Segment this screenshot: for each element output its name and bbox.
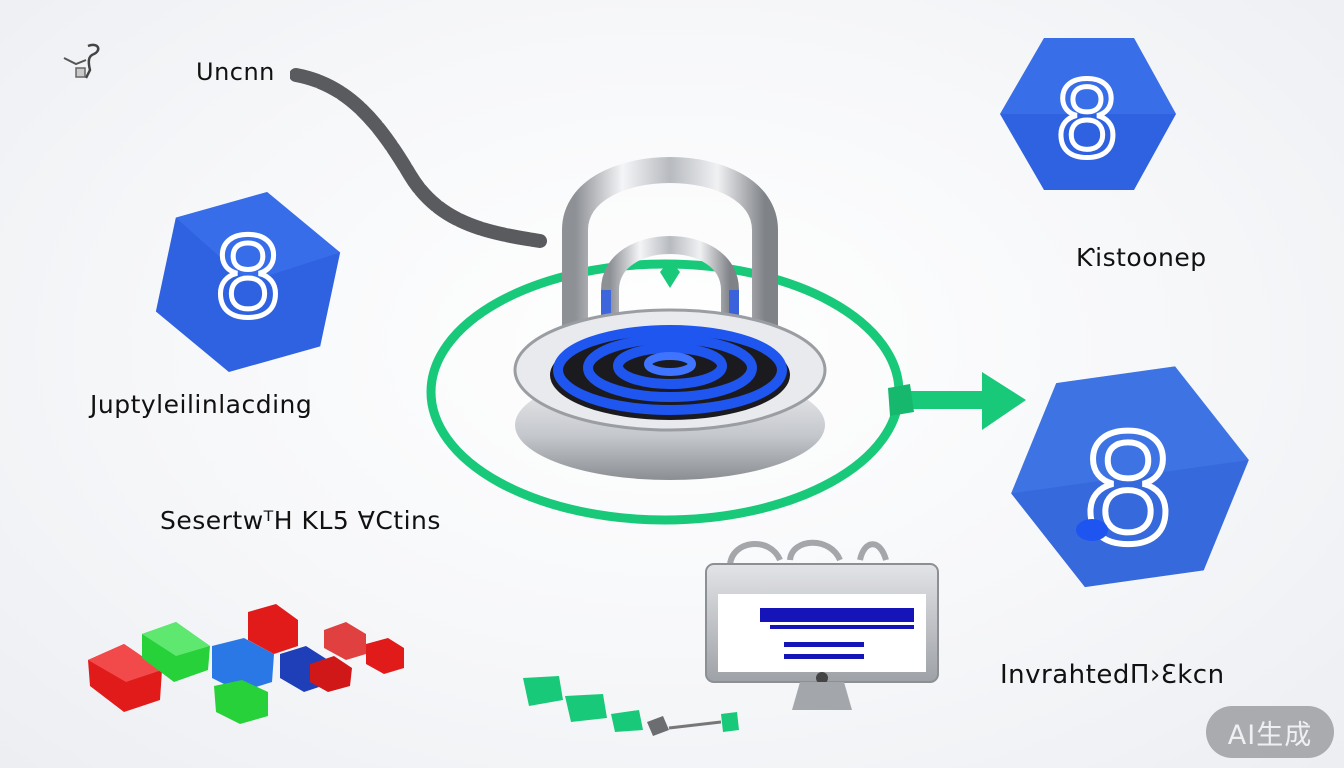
- sketch-figure-icon: [58, 40, 106, 84]
- padlock-icon: [510, 140, 830, 500]
- label-left-middle: Juptyleilinlacding: [90, 390, 313, 419]
- ai-generated-badge: AI生成: [1206, 706, 1334, 758]
- monitor-icon: [700, 530, 945, 715]
- svg-text:8: 8: [1080, 404, 1175, 578]
- green-ring-arrow: [420, 250, 1040, 540]
- svg-text:8: 8: [1054, 59, 1120, 181]
- hex-node-top-right: 8: [994, 34, 1180, 194]
- segmented-cable: [289, 65, 550, 255]
- label-right-lower: InvrahtedΠ›Ɛkcn: [1000, 660, 1225, 690]
- blocks-icon: [84, 600, 414, 730]
- label-top-left: Uncnn: [196, 58, 275, 86]
- label-left-lower: SesertwᵀH KL5 ⱯCtins: [160, 506, 441, 535]
- label-right-upper: Ƙistoonep: [1076, 243, 1207, 272]
- hex-glyph-8: 8: [213, 214, 283, 342]
- green-trail: [515, 670, 745, 740]
- hex-node-left: 8: [152, 186, 344, 378]
- hex-node-bottom-right: 8: [1000, 366, 1256, 588]
